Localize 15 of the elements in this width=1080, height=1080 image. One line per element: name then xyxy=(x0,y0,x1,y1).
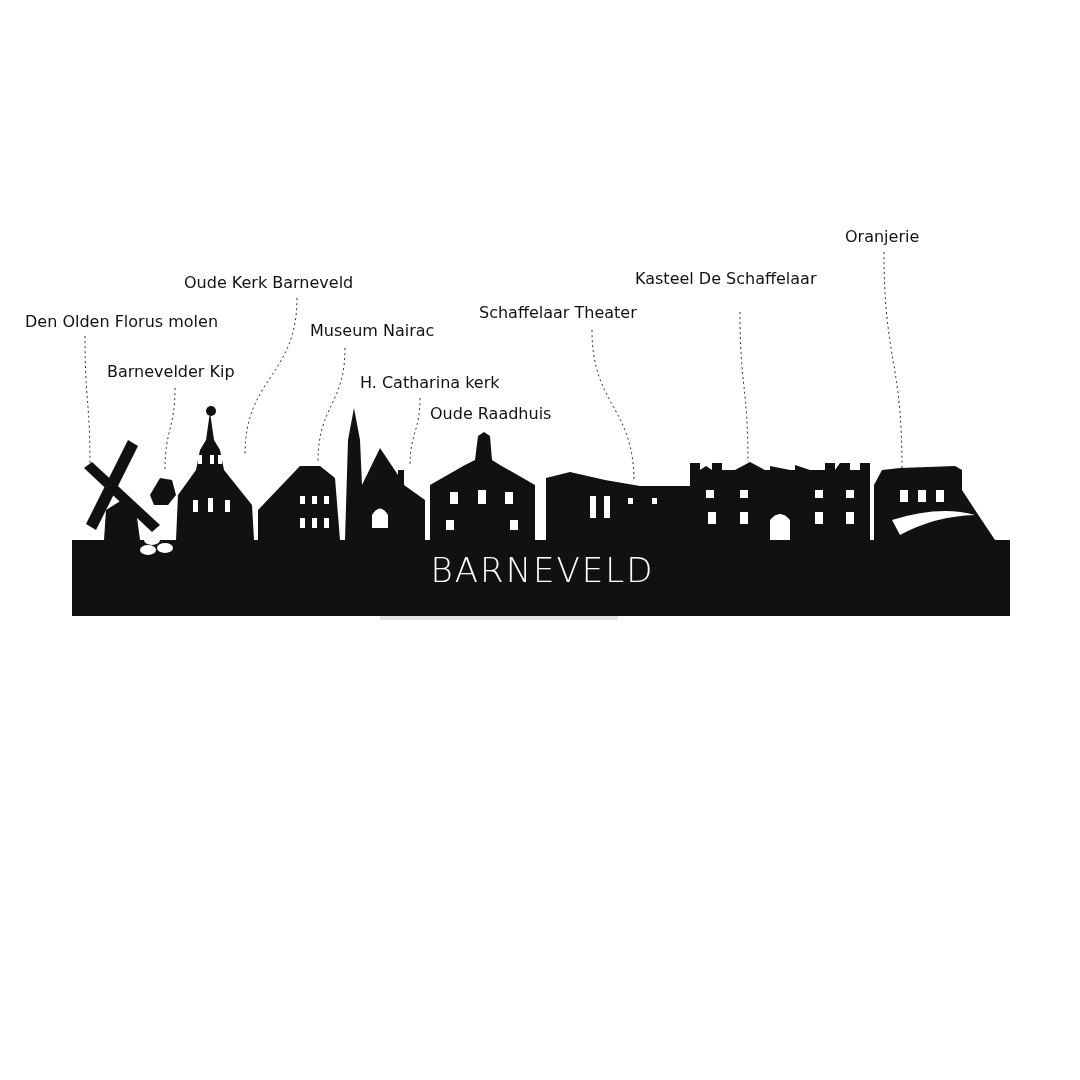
landmark-label: Oranjerie xyxy=(845,226,920,248)
leader-line xyxy=(409,397,421,467)
landmark-label: Oude Kerk Barneveld xyxy=(184,272,354,294)
leader-line xyxy=(317,347,346,463)
landmark-label: Museum Nairac xyxy=(310,320,435,342)
landmark-label: H. Catharina kerk xyxy=(360,372,500,394)
leader-line xyxy=(164,387,176,471)
landmark-label: Barnevelder Kip xyxy=(107,361,235,383)
leader-line xyxy=(883,251,903,469)
landmark-label: Oude Raadhuis xyxy=(430,403,552,425)
landmark-label: Schaffelaar Theater xyxy=(479,302,637,324)
leader-line xyxy=(244,297,298,456)
landmark-label: Kasteel De Schaffelaar xyxy=(635,268,817,290)
city-name: BARNEVELD xyxy=(429,550,656,590)
landmark-label: Den Olden Florus molen xyxy=(25,311,219,333)
